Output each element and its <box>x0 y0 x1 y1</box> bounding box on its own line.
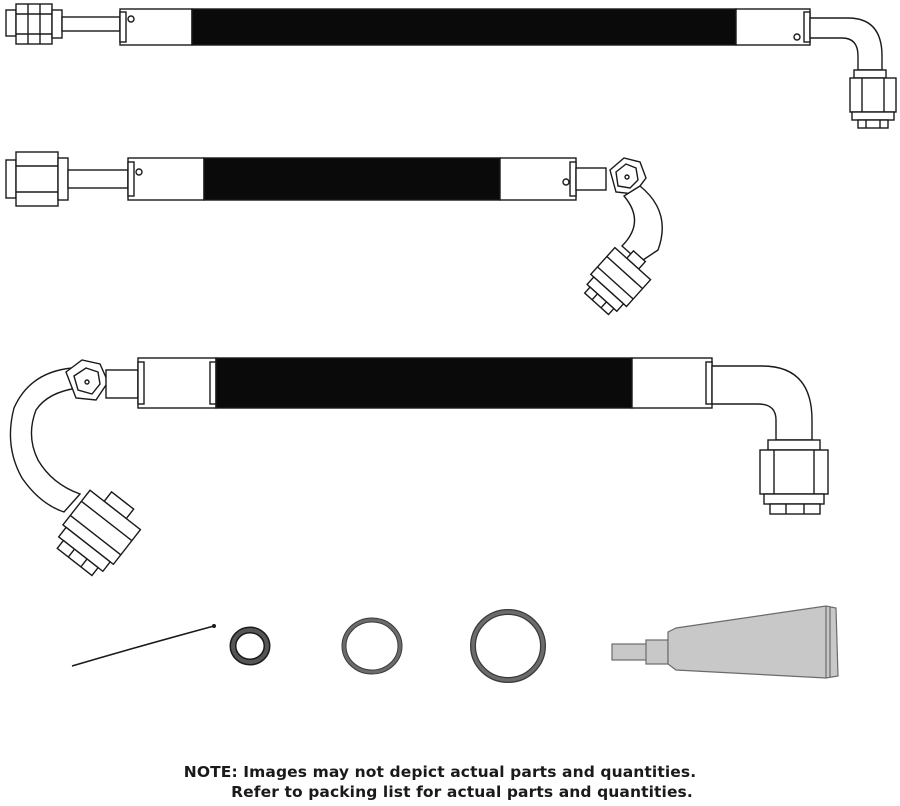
wire-strap <box>71 625 215 667</box>
hose-assembly-1 <box>5 3 897 129</box>
small-parts <box>71 605 839 683</box>
note-line-2: Refer to packing list for actual parts a… <box>231 783 693 801</box>
lubricant-tube <box>611 605 839 679</box>
note-line-1: NOTE: Images may not depict actual parts… <box>183 763 697 781</box>
hose-assembly-3 <box>9 357 829 577</box>
hose-assembly-2 <box>5 151 663 316</box>
